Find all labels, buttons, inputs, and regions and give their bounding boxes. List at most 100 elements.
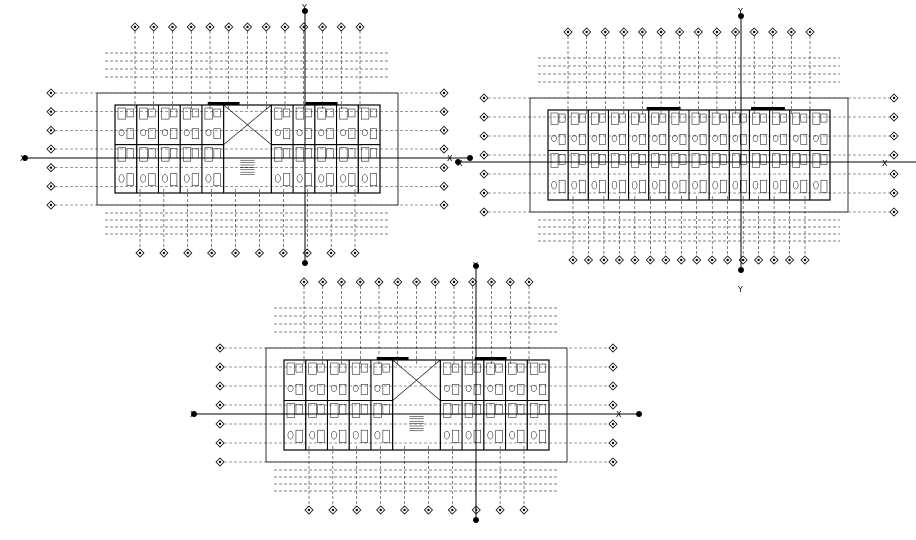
toilet-icon — [361, 129, 368, 137]
toilet-icon — [205, 129, 212, 137]
sink-icon — [719, 179, 727, 193]
bed-icon — [792, 153, 801, 168]
table-icon — [339, 404, 347, 415]
grid-marker-dot — [772, 258, 776, 262]
x-axis-label-right-1: X — [447, 154, 453, 163]
table-icon — [780, 113, 787, 123]
grid-marker-dot — [218, 460, 222, 464]
sink-icon — [148, 173, 156, 186]
bed-icon — [508, 403, 517, 418]
grid-marker-dot — [377, 280, 381, 284]
grid-marker-dot — [208, 25, 212, 29]
table-icon — [339, 363, 347, 373]
grid-marker-dot — [227, 25, 230, 29]
table-icon — [360, 363, 368, 373]
grid-marker-dot — [726, 258, 729, 262]
sink-icon — [348, 128, 356, 139]
bed-icon — [317, 147, 326, 162]
x-axis-label-left-1: X — [20, 154, 26, 163]
toilet-icon — [340, 174, 346, 183]
bed-icon — [361, 147, 370, 162]
grid-marker-dot — [482, 191, 486, 195]
table-icon — [578, 154, 586, 165]
grid-marker-dot — [329, 251, 333, 255]
bed-icon — [486, 362, 495, 375]
sink-icon — [719, 134, 727, 145]
sink-icon — [295, 429, 303, 443]
toilet-icon — [205, 174, 212, 183]
toilet-icon — [162, 129, 168, 137]
table-icon — [283, 148, 291, 159]
table-icon — [348, 108, 356, 118]
y-axis-end-icon — [738, 267, 744, 273]
toilet-icon — [140, 174, 147, 183]
sink-icon — [369, 128, 377, 139]
grid-marker-dot — [49, 185, 53, 188]
toilet-icon — [551, 134, 557, 142]
grid-marker-dot — [442, 147, 446, 151]
bed-icon — [631, 112, 639, 125]
sink-icon — [148, 128, 156, 139]
grid-marker-dot — [892, 191, 896, 195]
stair-cross — [392, 359, 441, 401]
table-icon — [558, 113, 566, 123]
grid-marker-dot — [218, 403, 222, 407]
table-icon — [126, 108, 134, 118]
sink-icon — [619, 179, 626, 193]
x-axis-label-left-2: X — [457, 159, 463, 168]
y-axis-label-top-1: Y — [301, 3, 307, 12]
table-icon — [495, 404, 503, 415]
bed-icon — [732, 112, 740, 125]
x-axis-origin-icon — [455, 159, 461, 165]
bed-icon — [711, 112, 720, 125]
bed-icon — [161, 147, 170, 162]
grid-marker-dot — [434, 280, 437, 284]
bed-icon — [611, 153, 619, 168]
grid-marker-dot — [641, 30, 644, 34]
grid-marker-dot — [246, 25, 249, 29]
sink-icon — [740, 179, 747, 193]
grid-marker-dot — [396, 280, 399, 284]
room-lower — [809, 150, 831, 201]
table-icon — [639, 154, 646, 165]
grid-marker-dot — [49, 147, 53, 151]
bed-icon — [286, 362, 295, 375]
grid-marker-dot — [566, 30, 570, 34]
sink-icon — [538, 429, 546, 443]
table-icon — [719, 113, 727, 123]
y-axis-label-top-3: Y — [472, 261, 478, 270]
grid-marker-dot — [892, 96, 896, 100]
sink-icon — [326, 173, 334, 186]
toilet-icon — [309, 430, 316, 440]
sink-icon — [473, 384, 481, 395]
floor-plan-bottom — [191, 263, 642, 523]
grid-marker-dot — [611, 346, 615, 350]
toilet-icon — [318, 129, 325, 137]
grid-marker-dot — [359, 280, 362, 284]
grid-marker-dot — [892, 210, 896, 214]
grid-marker-dot — [649, 258, 652, 262]
table-icon — [213, 148, 221, 159]
bed-icon — [570, 153, 579, 168]
grid-marker-dot — [757, 258, 760, 262]
grid-marker-dot — [618, 258, 621, 262]
table-icon — [740, 113, 747, 123]
table-icon — [659, 113, 667, 123]
bed-icon — [161, 107, 170, 120]
sink-icon — [699, 179, 707, 193]
sink-icon — [639, 134, 646, 145]
table-icon — [679, 113, 687, 123]
grid-marker-dot — [611, 403, 615, 407]
grid-marker-dot — [678, 30, 681, 34]
table-icon — [820, 113, 828, 123]
toilet-icon — [487, 430, 494, 440]
sink-icon — [213, 173, 221, 186]
sink-icon — [191, 173, 199, 186]
toilet-icon — [275, 174, 281, 183]
grid-marker-dot — [633, 258, 637, 262]
toilet-icon — [631, 180, 638, 190]
table-icon — [295, 404, 303, 415]
grid-marker-dot — [892, 153, 896, 157]
roof-strip — [207, 102, 240, 105]
grid-marker-dot — [527, 280, 531, 284]
